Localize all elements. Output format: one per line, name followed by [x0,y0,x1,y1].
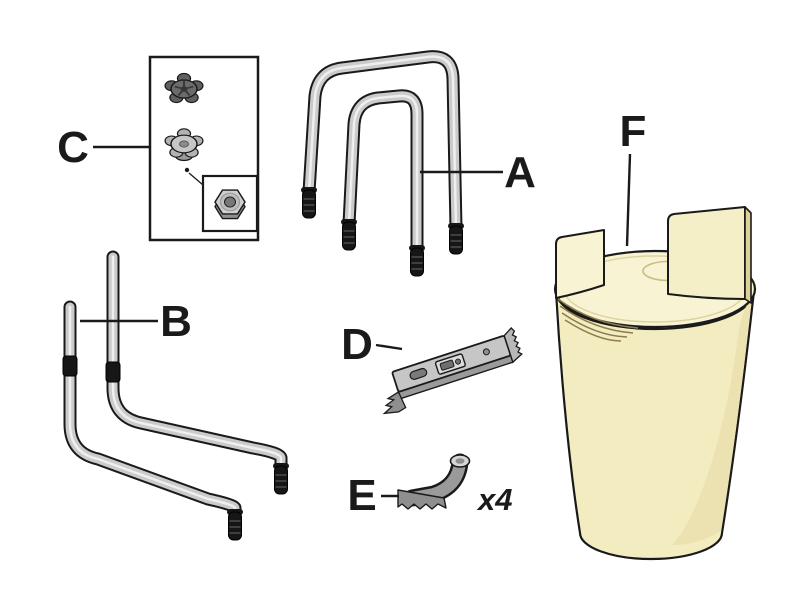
lock-nut [214,189,246,220]
bracket-left-teeth [382,391,407,415]
part-e [397,453,471,510]
bracket-left-slot [409,367,428,380]
threaded-tip [272,462,290,495]
knob-nut-connector-line [188,172,204,186]
part-c [148,55,260,242]
base-tube-front [62,300,244,541]
u-frame-back [300,50,465,255]
bracket-slot [439,359,455,371]
tube-collar [62,355,78,377]
cover-right-flap [667,206,746,300]
threaded-tip [340,218,358,251]
part-d [382,327,523,415]
part-f [553,206,757,561]
knob-nut-connector-dot [184,167,190,173]
part-a [300,50,465,277]
u-frame-front [340,89,426,277]
threaded-tip [408,244,426,277]
label-d: D [341,320,373,369]
label-d-leader [375,343,403,351]
star-knob-top [164,72,204,104]
bracket-right-teeth [503,327,523,364]
label-a: A [504,148,536,197]
label-c: C [57,123,89,172]
threaded-tip [300,186,318,219]
threaded-tip [226,508,244,541]
cover-body-shade [672,295,752,545]
label-b: B [160,297,192,346]
label-f: F [620,107,647,156]
foot-teeth [397,489,447,510]
star-knob-bottom [164,128,204,162]
label-e: E [347,471,376,520]
cover-right-flap-edge [744,206,752,304]
tube-collar [105,361,121,383]
foot-socket-hole [455,458,465,464]
bracket-right-hole [482,348,490,356]
threaded-tip [447,222,465,255]
base-tube-back [105,250,290,495]
bracket-hole [455,358,462,365]
part-e-quantity: x4 [476,482,512,517]
label-f-leader [625,153,632,247]
cover-left-flap [555,229,605,299]
part-b [62,250,290,541]
cover-ridges [557,298,639,342]
